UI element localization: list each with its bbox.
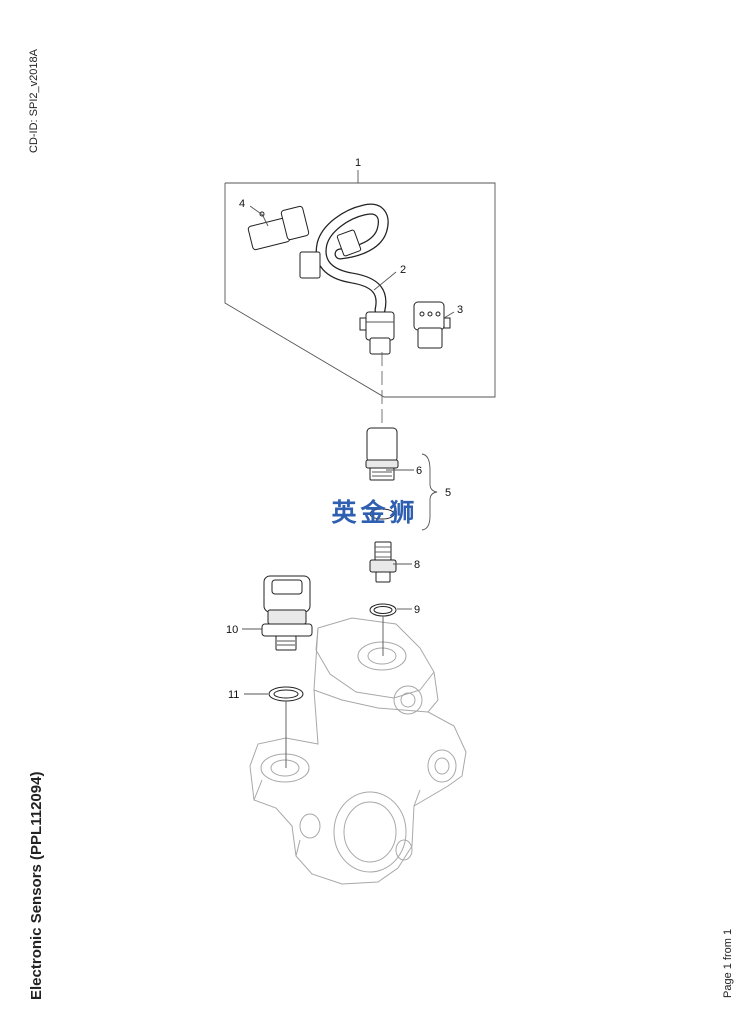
callout-9: 9 — [414, 604, 420, 616]
wiring-harness — [299, 203, 395, 355]
callout-6: 6 — [416, 465, 422, 477]
callout-1: 1 — [355, 157, 361, 169]
harness-group-frame — [224, 170, 496, 398]
connector-4 — [247, 205, 310, 251]
pressure-sensor-6 — [365, 427, 399, 481]
pressure-sensor-10 — [261, 575, 313, 651]
callout-11: 11 — [228, 689, 239, 701]
callout-10: 10 — [226, 624, 238, 636]
callout-4: 4 — [239, 198, 245, 210]
sensor-housing — [249, 617, 467, 885]
callout-2: 2 — [400, 264, 406, 276]
callout-5: 5 — [445, 487, 451, 499]
adapter-8 — [369, 541, 397, 583]
callout-3: 3 — [457, 304, 463, 316]
leader-lines — [242, 205, 455, 695]
seal-ring-upper — [369, 508, 395, 520]
o-ring-11 — [268, 686, 304, 702]
callout-8: 8 — [414, 559, 420, 571]
connector-3 — [413, 301, 451, 349]
watermark: 英金狮 — [331, 498, 418, 527]
o-ring-9 — [369, 603, 397, 617]
